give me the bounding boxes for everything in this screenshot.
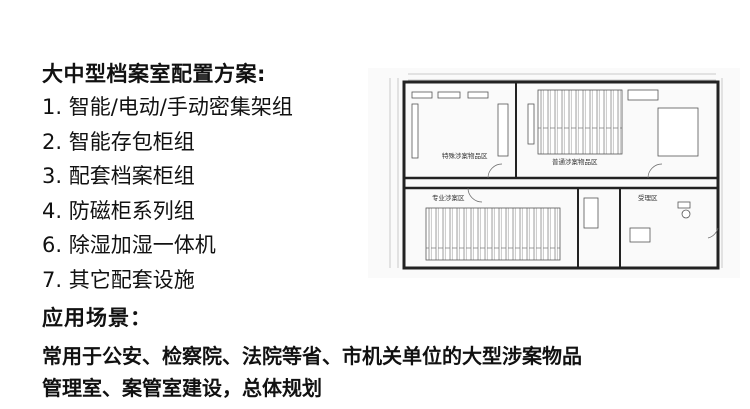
config-item-1: 1. 智能/电动/手动密集架组: [42, 95, 293, 119]
config-item-2: 2. 智能存包柜组: [42, 129, 195, 154]
config-item-6: 6. 除湿加湿一体机: [42, 233, 216, 257]
room-label-general: 普通涉案物品区: [552, 157, 598, 166]
plan-heading: 大中型档案室配置方案:: [42, 62, 266, 86]
application-line-1: 常用于公安、检察院、法院等省、市机关单位的大型涉案物品: [42, 344, 582, 368]
floor-plan-drawing: 特殊涉案物品区 普通涉案物品区 专业涉案区 受理区: [368, 68, 740, 278]
config-item-4: 4. 防磁柜系列组: [42, 198, 195, 223]
config-item-7: 7. 其它配套设施: [42, 267, 195, 292]
room-label-professional: 专业涉案区: [432, 193, 465, 202]
application-title: 应用场景：: [42, 306, 152, 330]
room-label-reception: 受理区: [638, 193, 658, 202]
config-item-3: 3. 配套档案柜组: [42, 164, 195, 188]
config-list: 1. 智能/电动/手动密集架组 2. 智能存包柜组 3. 配套档案柜组 4. 防…: [42, 90, 293, 297]
application-line-2: 管理室、案管室建设，总体规划: [42, 376, 322, 400]
room-label-special: 特殊涉案物品区: [442, 151, 488, 160]
